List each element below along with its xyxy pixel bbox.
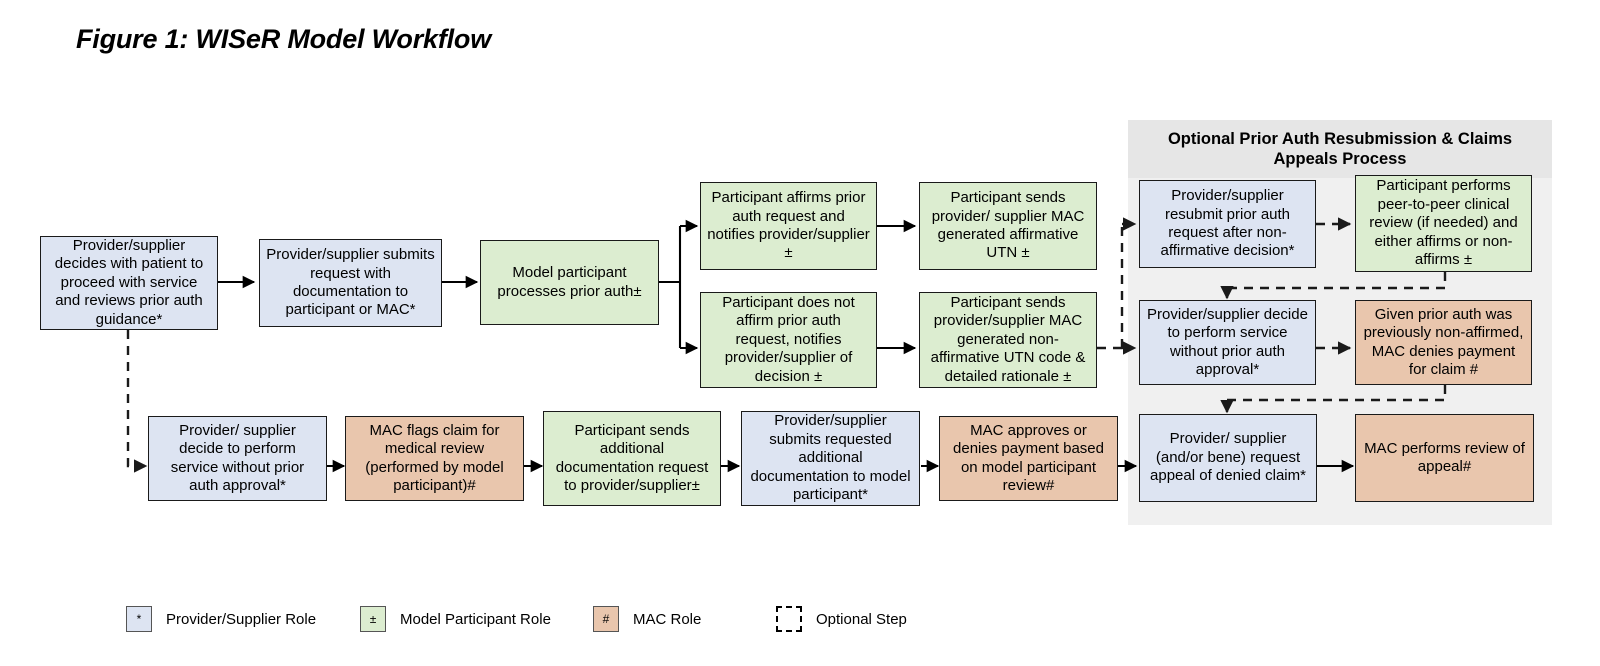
- node-provider-resubmits-prior-auth[interactable]: Provider/supplier resubmit prior auth re…: [1139, 180, 1316, 268]
- node-label: Model participant processes prior auth±: [497, 264, 642, 300]
- page-title: Figure 1: WISeR Model Workflow: [76, 24, 492, 54]
- node-participant-peer-to-peer-review[interactable]: Participant performs peer-to-peer clinic…: [1355, 175, 1532, 272]
- legend-swatch-mac-role: #: [593, 606, 619, 632]
- node-label: Provider/supplier resubmit prior auth re…: [1160, 187, 1295, 260]
- legend-symbol: ±: [369, 612, 377, 626]
- node-participant-sends-nonaffirmative-utn[interactable]: Participant sends provider/supplier MAC …: [919, 292, 1097, 388]
- legend-item-mac: # MAC Role: [593, 606, 701, 632]
- node-label: MAC approves or denies payment based on …: [953, 421, 1104, 494]
- legend-swatch-provider-role: *: [126, 606, 152, 632]
- node-label: Participant sends additional documentati…: [555, 421, 709, 494]
- node-provider-perform-service-without-auth-upper[interactable]: Provider/supplier decide to perform serv…: [1139, 300, 1316, 385]
- legend-label-mac-role: MAC Role: [633, 610, 702, 628]
- legend-label-optional-step: Optional Step: [816, 610, 907, 628]
- node-provider-perform-service-without-auth-lower[interactable]: Provider/ supplier decide to perform ser…: [148, 416, 327, 501]
- node-mac-performs-review-of-appeal[interactable]: MAC performs review of appeal#: [1355, 414, 1534, 502]
- node-participant-sends-affirmative-utn[interactable]: Participant sends provider/ supplier MAC…: [919, 182, 1097, 270]
- legend-item-provider: * Provider/Supplier Role: [126, 606, 316, 632]
- node-mac-denies-payment-previously-nonaffirmed[interactable]: Given prior auth was previously non-affi…: [1355, 300, 1532, 385]
- legend-item-participant: ± Model Participant Role: [360, 606, 551, 632]
- node-label: Participant does not affirm prior auth r…: [722, 293, 855, 385]
- node-participant-affirms-request[interactable]: Participant affirms prior auth request a…: [700, 182, 877, 270]
- legend-item-optional-step: Optional Step: [776, 606, 907, 632]
- node-mac-flags-claim-for-medical-review[interactable]: MAC flags claim for medical review (perf…: [345, 416, 524, 501]
- legend-label-participant-role: Model Participant Role: [400, 610, 551, 628]
- legend-swatch-participant-role: ±: [360, 606, 386, 632]
- node-provider-requests-appeal[interactable]: Provider/ supplier (and/or bene) request…: [1139, 414, 1317, 502]
- node-participant-sends-additional-doc-request[interactable]: Participant sends additional documentati…: [543, 411, 721, 506]
- legend-symbol: #: [602, 612, 610, 626]
- node-label: Participant performs peer-to-peer clinic…: [1369, 177, 1518, 269]
- node-label: Participant sends provider/ supplier MAC…: [931, 189, 1085, 262]
- node-label: Provider/ supplier decide to perform ser…: [170, 421, 305, 494]
- node-label: Given prior auth was previously non-affi…: [1363, 305, 1524, 378]
- node-label: Provider/supplier decides with patient t…: [54, 236, 204, 328]
- node-model-participant-processes-prior-auth[interactable]: Model participant processes prior auth±: [480, 240, 659, 325]
- legend-swatch-optional-step: [776, 606, 802, 632]
- node-provider-decides-with-patient[interactable]: Provider/supplier decides with patient t…: [40, 236, 218, 330]
- legend-symbol: *: [136, 612, 142, 626]
- node-participant-does-not-affirm[interactable]: Participant does not affirm prior auth r…: [700, 292, 877, 388]
- node-label: Provider/supplier submits requested addi…: [750, 412, 911, 504]
- node-label: Participant sends provider/supplier MAC …: [930, 293, 1086, 385]
- legend-label-provider-role: Provider/Supplier Role: [166, 610, 317, 628]
- node-label: Provider/ supplier (and/or bene) request…: [1150, 430, 1306, 485]
- optional-appeals-panel-header: Optional Prior Auth Resubmission & Claim…: [1128, 120, 1552, 178]
- node-label: Participant affirms prior auth request a…: [707, 189, 870, 262]
- node-provider-submits-request[interactable]: Provider/supplier submits request with d…: [259, 239, 442, 327]
- node-label: Provider/supplier submits request with d…: [266, 246, 435, 319]
- node-label: MAC performs review of appeal#: [1364, 439, 1525, 475]
- node-mac-approves-or-denies-payment[interactable]: MAC approves or denies payment based on …: [939, 416, 1118, 501]
- node-label: Provider/supplier decide to perform serv…: [1147, 305, 1308, 378]
- node-provider-submits-additional-documentation[interactable]: Provider/supplier submits requested addi…: [741, 411, 920, 506]
- node-label: MAC flags claim for medical review (perf…: [365, 421, 504, 494]
